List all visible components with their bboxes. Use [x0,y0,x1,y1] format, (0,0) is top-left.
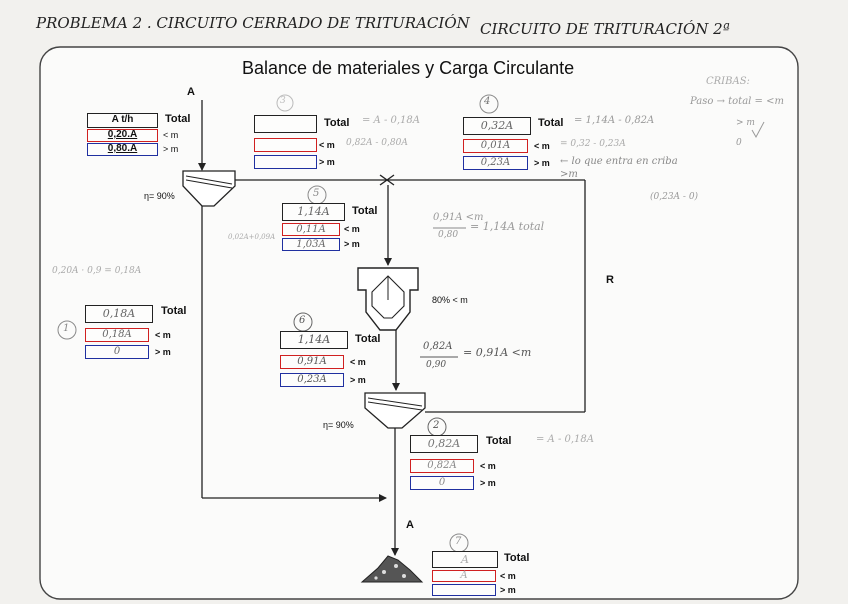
stream-4-coarse-box: 0,23A [463,156,528,170]
margin-note-5: (0,23A - 0) [650,192,699,202]
margin-note-2: Paso → total = <m [690,96,784,107]
feed-total-label: Total [165,113,191,125]
stream-6-calc-denominator: 0,90 [426,360,447,370]
stream-3-total-label: Total [324,117,350,129]
stream-5-fine-box: 0,11A [282,223,340,236]
product-pile [360,555,424,583]
margin-note-3: > m [736,118,755,128]
stream-1-lt-m: < m [155,330,171,340]
stream-2-gt-m: > m [480,478,496,488]
crusher-label: 80% < m [432,295,468,305]
stream-4-coarse-note: ← lo que entra en criba >m [560,156,678,180]
stream-1-total-label: Total [161,305,187,317]
feed-fine-box: 0,20.A [87,129,158,142]
stream-1-fine-box: 0,18A [85,328,149,342]
stream-5-total-box: 1,14A [282,203,345,221]
stream-1-gt-m: > m [155,347,171,357]
product-fine-box: A [432,570,496,582]
screen-1-shape [182,170,236,207]
stream-3-coarse-box [254,155,317,169]
stream-2-fine-box: 0,82A [410,459,474,473]
stream-5-coarse-box: 1,03A [282,238,340,251]
stream-3-total-box [254,115,317,133]
stream-5-lt-m: < m [344,224,360,234]
stream-5-side-note: 0,02A+0,09A [228,233,276,241]
stream-3-fine-box [254,138,317,152]
stream-4-total-box: 0,32A [463,117,531,135]
stream-5-gt-m: > m [344,239,360,249]
stream-6-calc-numerator: 0,82A [423,341,453,352]
header-right: CIRCUITO DE TRITURACIÓN 2ª [480,20,730,38]
stream-6-total-box: 1,14A [280,331,348,349]
feed-label-a: A [187,86,195,98]
feed-head-box: A t/h [87,113,158,128]
product-gt-m: > m [500,585,516,595]
stream-5-calc-result: = 1,14A total [470,220,545,233]
stream-5-calc-numerator: 0,91A <m [433,212,484,223]
stream-1-number: 1 [63,323,70,334]
stream-6-coarse-box: 0,23A [280,373,344,387]
stream-4-total-note: = 1,14A - 0,82A [574,115,655,126]
stream-5-calc-denominator: 0,80 [438,230,459,240]
stream-2-note: = A - 0,18A [536,434,595,445]
feed-gt-m: > m [163,144,179,154]
stream-4-fine-note: = 0,32 - 0,23A [560,139,626,149]
stream-2-number: 2 [433,420,440,431]
product-total-box: A [432,551,498,568]
stream-4-gt-m: > m [534,158,550,168]
stream-4-total-label: Total [538,117,564,129]
header-left: PROBLEMA 2 . CIRCUITO CERRADO DE TRITURA… [36,14,470,32]
screen-2-efficiency: η= 90% [323,420,354,430]
stream-2-coarse-box: 0 [410,476,474,490]
stream-6-lt-m: < m [350,357,366,367]
stream-1-total-box: 0,18A [85,305,153,323]
stream-6-fine-box: 0,91A [280,355,344,369]
product-lt-m: < m [500,571,516,581]
stream-5-number: 5 [313,188,320,199]
feed-lt-m: < m [163,130,179,140]
stream-3-number: 3 [280,96,286,106]
stream-2-total-label: Total [486,435,512,447]
stream-6-calc-result: = 0,91A <m [463,346,532,359]
stream-2-total-box: 0,82A [410,435,478,453]
stream-1-coarse-box: 0 [85,345,149,359]
stream-4-number: 4 [484,96,491,107]
stream-6-gt-m: > m [350,375,366,385]
recycle-label: R [606,274,614,286]
product-total-label: Total [504,552,530,564]
feed-coarse-box: 0,80.A [87,143,158,156]
stream-3-total-note: = A - 0,18A [362,115,421,126]
stream-5-total-label: Total [352,205,378,217]
stream-6-number: 6 [299,315,306,326]
margin-note-1: CRIBAS: [706,76,750,87]
product-label-a: A [406,519,414,531]
stream-3-lt-m: < m [319,140,335,150]
screen-1-efficiency: η= 90% [144,191,175,201]
stream-6-total-label: Total [355,333,381,345]
stream-7-number: 7 [455,536,462,547]
diagram-title: Balance de materiales y Carga Circulante [242,58,575,78]
stream-4-lt-m: < m [534,141,550,151]
stream-4-fine-box: 0,01A [463,139,528,153]
stream-3-fine-note: 0,82A - 0,80A [346,138,408,148]
product-coarse-box [432,584,496,596]
stream-3-gt-m: > m [319,157,335,167]
screen-2-shape [364,392,426,429]
stream-1-calc: 0,20A · 0,9 = 0,18A [52,266,142,276]
margin-note-4: 0 [736,138,742,148]
stream-2-lt-m: < m [480,461,496,471]
